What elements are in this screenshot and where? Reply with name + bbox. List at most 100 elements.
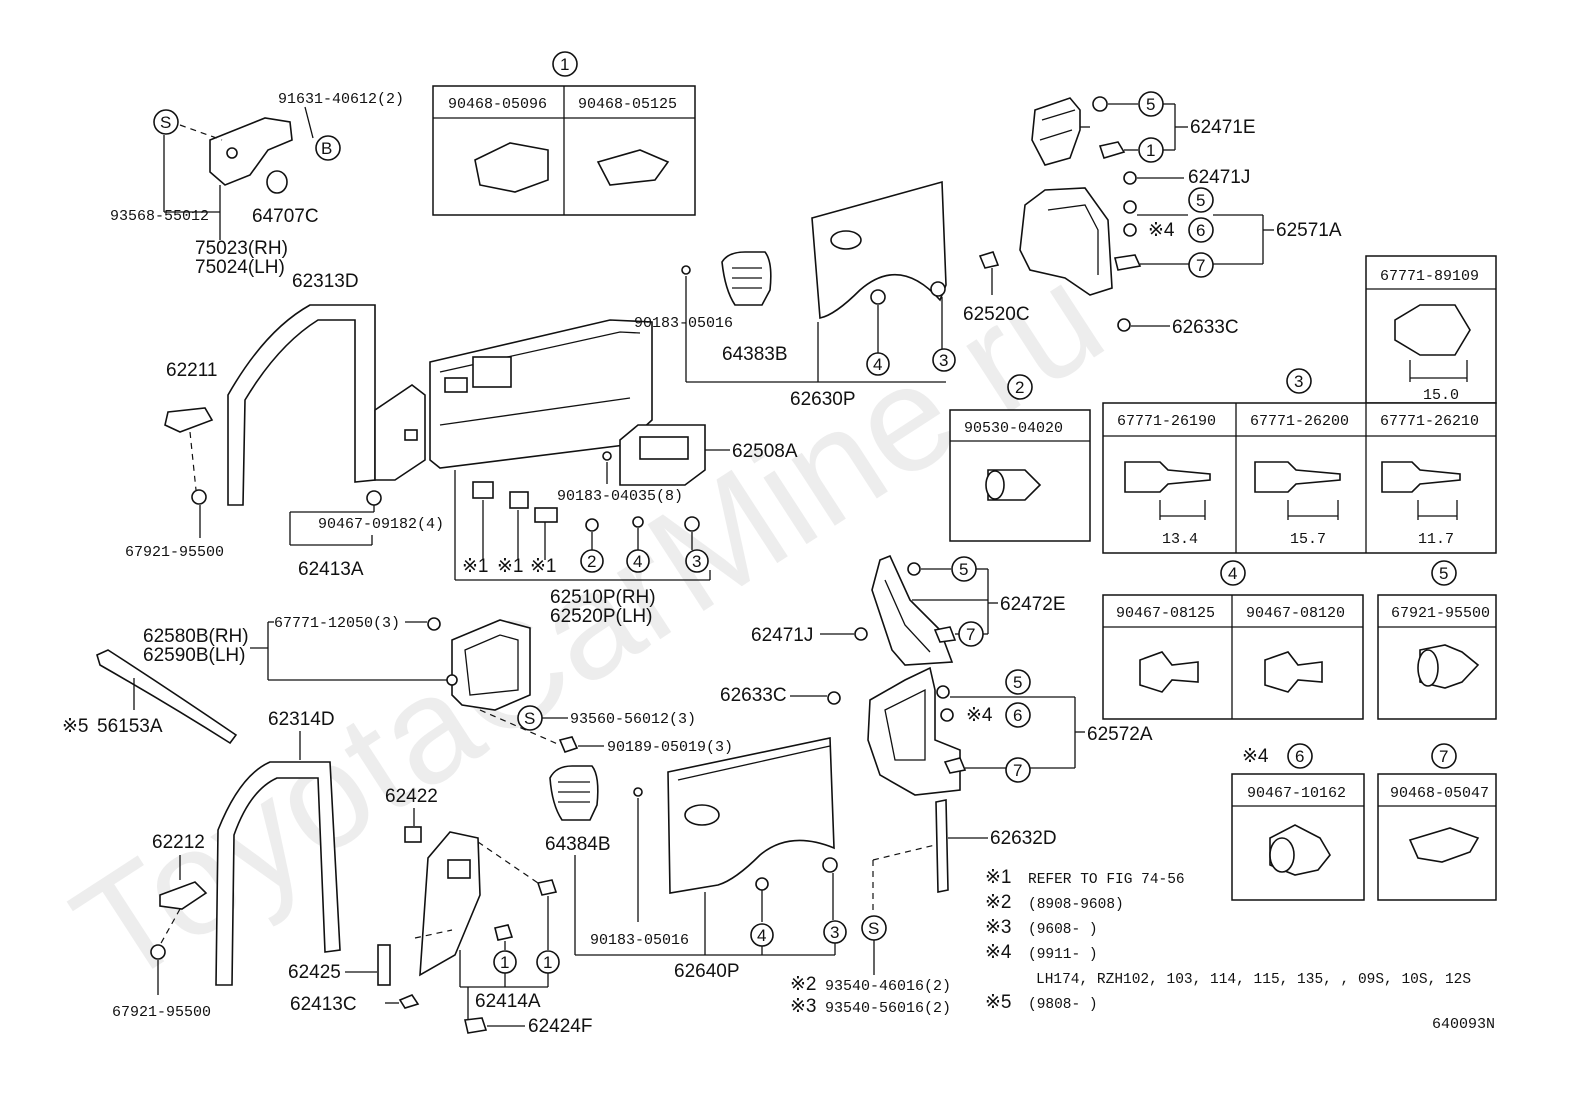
label-62580b-rh: 62580B(RH) — [143, 626, 249, 647]
callout-3-c: 3 — [830, 923, 839, 942]
clip-7-right-bottom-shape — [943, 757, 967, 774]
label-93540-46016: 93540-46016(2) — [825, 978, 951, 995]
box7-number: 7 — [1439, 747, 1448, 766]
mark-3-a: ※3 — [790, 996, 817, 1017]
label-91631-40612: 91631-40612(2) — [278, 91, 404, 108]
label-62424f: 62424F — [528, 1016, 592, 1037]
label-67921-95500-b: 67921-95500 — [112, 1004, 211, 1021]
note-3-mark: ※3 — [985, 917, 1012, 938]
label-64383b: 64383B — [722, 344, 788, 365]
screw-2-shape — [585, 518, 599, 532]
clip-1-left-shape — [494, 924, 514, 941]
box5-col1: 67921-95500 — [1391, 605, 1490, 622]
clip-90467-10162-head — [1269, 837, 1295, 873]
clip-1-right-shape — [536, 879, 558, 896]
clip-5-mid-shape — [1123, 200, 1137, 214]
callout-2-circle — [580, 549, 604, 573]
callout-7-circle-a — [1188, 252, 1214, 278]
note-5-text: (9808- ) — [1028, 997, 1098, 1013]
clip-67771-89109-shape — [1394, 304, 1471, 356]
clip-4-top-shape — [870, 289, 886, 305]
clip-7-right-top-shape — [933, 626, 957, 643]
callout-6-circle-a — [1188, 217, 1214, 243]
panel-line-mid — [439, 397, 631, 426]
quarter-panel-62640p-line — [677, 745, 831, 781]
clip-67921-a-shape — [191, 489, 207, 505]
mark-1-c: ※1 — [530, 556, 557, 577]
note-4-mark: ※4 — [985, 942, 1012, 963]
label-62314d: 62314D — [268, 709, 335, 730]
label-90189-05019: 90189-05019(3) — [607, 739, 733, 756]
clip-67771-26190-shape — [1124, 461, 1211, 493]
label-62572a: 62572A — [1087, 724, 1153, 745]
label-75024-lh: 75024(LH) — [195, 257, 285, 278]
part-s1b-shape — [509, 491, 529, 509]
box4-number-circle — [1220, 560, 1246, 586]
clip-64707c-shape — [266, 170, 288, 194]
box6-col1: 90467-10162 — [1247, 785, 1346, 802]
label-62640p: 62640P — [674, 961, 740, 982]
label-62425: 62425 — [288, 962, 341, 983]
box3-col1: 67771-26190 — [1117, 413, 1216, 430]
callout-4-a: 4 — [633, 552, 642, 571]
label-62472e: 62472E — [1000, 594, 1066, 615]
label-64384b: 64384B — [545, 834, 611, 855]
box3-col3: 67771-26210 — [1380, 413, 1479, 430]
label-90183-04035: 90183-04035(8) — [557, 488, 683, 505]
box3b-col1: 67771-89109 — [1380, 268, 1479, 285]
trim-62572a-inner — [884, 688, 926, 761]
clip-62520c-shape — [978, 251, 1000, 269]
symbol-s: S — [160, 113, 171, 132]
part-62212-shape — [159, 881, 208, 910]
weatherstrip-62313d-shape — [227, 304, 376, 506]
box2-number-circle — [1007, 374, 1033, 400]
clip-67771-26200-shape — [1254, 461, 1341, 493]
box3-col2: 67771-26200 — [1250, 413, 1349, 430]
callout-2: 2 — [587, 552, 596, 571]
molding-56153a-shape — [96, 649, 238, 745]
screw-90183-05016-a-shape — [681, 265, 691, 275]
box7-col1: 90468-05047 — [1390, 785, 1489, 802]
bracket-62580b-inner — [464, 634, 519, 696]
clip-1-top-shape — [1098, 141, 1126, 159]
bracket-62580b-shape — [451, 619, 531, 711]
box6-number: 6 — [1295, 747, 1304, 766]
callout-4-c: 4 — [757, 926, 766, 945]
box3-number-circle — [1286, 368, 1312, 394]
note-3-text: (9608- ) — [1028, 922, 1098, 938]
callout-3-circle-a — [685, 549, 709, 573]
box3-dim3: 11.7 — [1418, 531, 1454, 548]
bracket-assembly — [163, 106, 314, 240]
label-62414a: 62414A — [475, 991, 541, 1012]
armrest-pocket — [639, 436, 689, 460]
symbol-s-c: S — [868, 919, 879, 938]
callout-5-circle-d — [1005, 669, 1031, 695]
symbol-b: B — [321, 139, 332, 158]
callout-7-c: 7 — [1013, 761, 1022, 780]
clip-3-bottom-shape — [822, 857, 838, 873]
label-62413a: 62413A — [298, 559, 364, 580]
quarter-panel-hole — [830, 230, 862, 250]
clip-3-shape — [684, 516, 700, 532]
clip-62633c-mid-shape — [827, 691, 841, 705]
label-62510p-rh: 62510P(RH) — [550, 587, 656, 608]
box3-dim1: 13.4 — [1162, 531, 1198, 548]
strip-62632d-shape — [935, 799, 949, 893]
callout-1-c: 1 — [543, 953, 552, 972]
screw-90467-09182-shape — [366, 490, 382, 506]
box2-number: 2 — [1015, 378, 1024, 397]
mark-4-a: ※4 — [1148, 220, 1175, 241]
box2-col1: 90530-04020 — [964, 420, 1063, 437]
screw-90467-08120-shape — [1264, 651, 1323, 693]
note-4-text: (9911- ) — [1028, 947, 1098, 963]
label-62633c-top: 62633C — [1172, 317, 1239, 338]
box1-col1: 90468-05096 — [448, 96, 547, 113]
clip-6-top-shape — [1123, 223, 1137, 237]
box1-col2: 90468-05125 — [578, 96, 677, 113]
label-62632d: 62632D — [990, 828, 1057, 849]
clip-67921-b-shape — [150, 944, 166, 960]
label-93540-56016: 93540-56016(2) — [825, 1000, 951, 1017]
label-90183-05016-a: 90183-05016 — [634, 315, 733, 332]
bracket-hole — [226, 147, 238, 159]
